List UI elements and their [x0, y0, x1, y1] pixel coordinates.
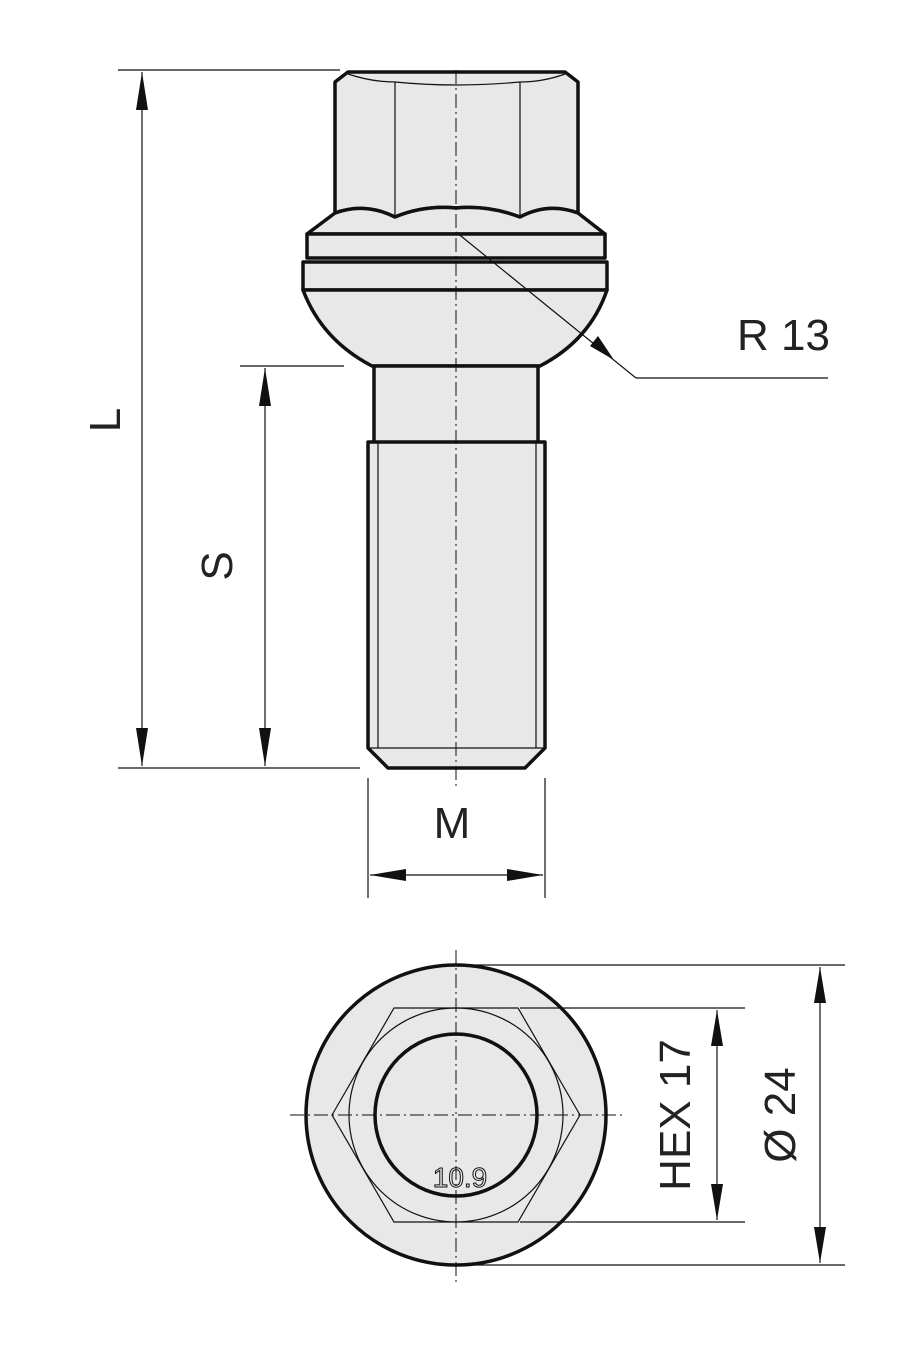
- hex-top-chamfer: [347, 73, 566, 86]
- diameter-label: Ø 24: [756, 1067, 805, 1162]
- dimension-length: L: [81, 69, 360, 769]
- shank-label: S: [193, 551, 242, 580]
- grade-marking: 10.9: [433, 1162, 488, 1193]
- washer-ring-bottom: [301, 260, 609, 292]
- dimension-shank: S: [193, 365, 344, 766]
- dimension-diameter: Ø 24: [456, 964, 845, 1266]
- dimension-hex: HEX 17: [520, 1007, 745, 1223]
- end-view: 10.9: [290, 950, 625, 1285]
- radius-label: R 13: [737, 311, 830, 360]
- thread-label: M: [434, 799, 471, 848]
- spherical-seat: [301, 288, 609, 368]
- side-view: [301, 70, 609, 790]
- dimension-radius: R 13: [455, 231, 830, 379]
- dimension-thread: M: [367, 778, 546, 898]
- length-label: L: [81, 408, 130, 432]
- hex-label: HEX 17: [651, 1039, 700, 1191]
